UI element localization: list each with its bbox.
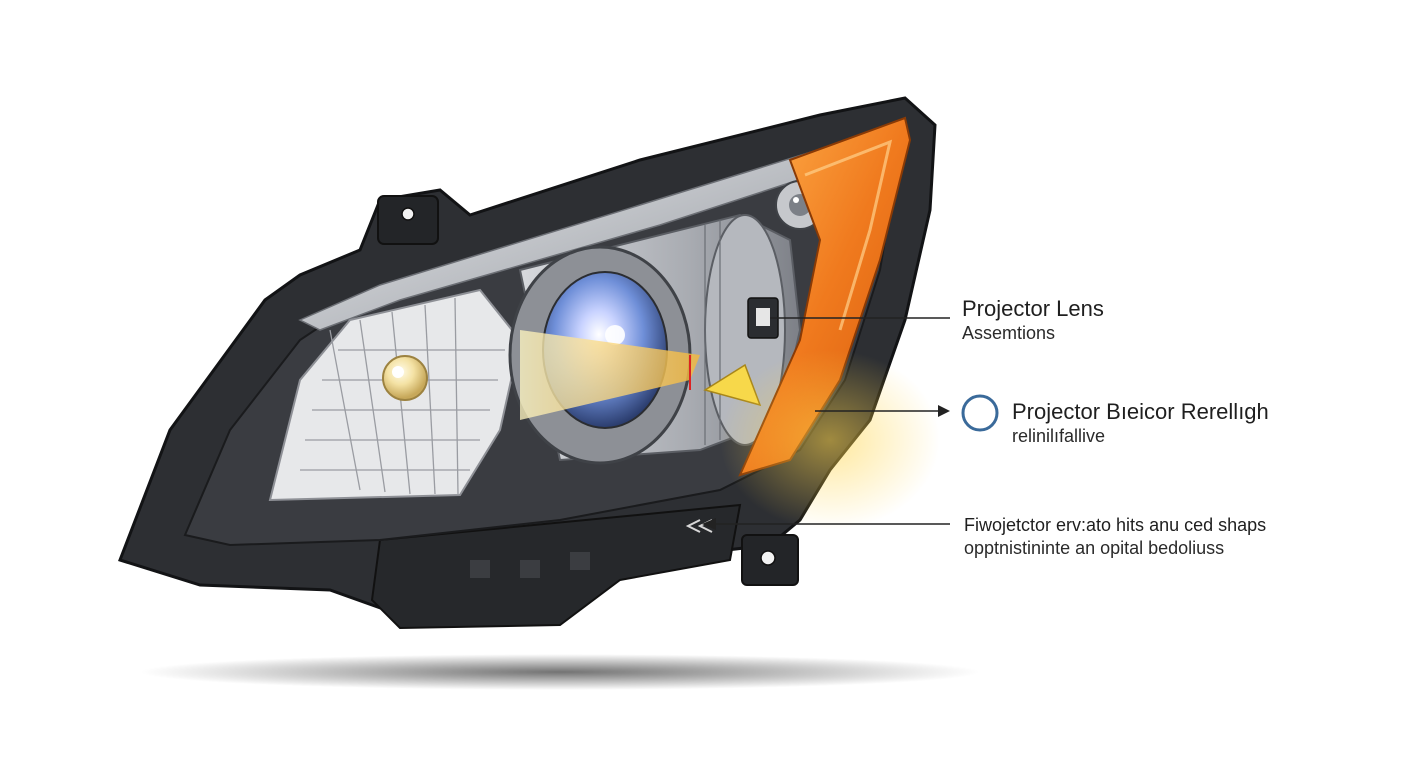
callout-3-title: Fiwojetctor erv:ato hits anu ced shaps <box>964 515 1267 535</box>
lower-bracket <box>370 503 742 630</box>
callout-2-title: Projector Bıeicor Rerellıgh <box>1012 399 1269 424</box>
light-beam <box>520 330 700 420</box>
floor-shadow <box>140 654 980 690</box>
leader-lines <box>710 317 950 525</box>
callout-1-subtitle: Assemtions <box>962 323 1056 344</box>
callout-projector-reflector: Projector Bıeicor Rerellıgh relinilıfall… <box>1012 399 1269 447</box>
callout-projector-optics: Fiwojetctor erv:ato hits anu ced shaps o… <box>964 515 1266 558</box>
reflector-facets <box>300 297 505 495</box>
callout-2-subtitle: relinilıfallive <box>1012 426 1106 447</box>
light-glow <box>720 350 940 530</box>
callout-circle-icon <box>961 394 999 432</box>
callout-1-title: Projector Lens <box>962 296 1104 321</box>
callout-3-subtitle: opptnistininte an opital bedoliuss <box>964 537 1225 558</box>
bulb <box>382 355 428 401</box>
callout-projector-lens: Projector Lens Assemtions <box>962 296 1104 344</box>
